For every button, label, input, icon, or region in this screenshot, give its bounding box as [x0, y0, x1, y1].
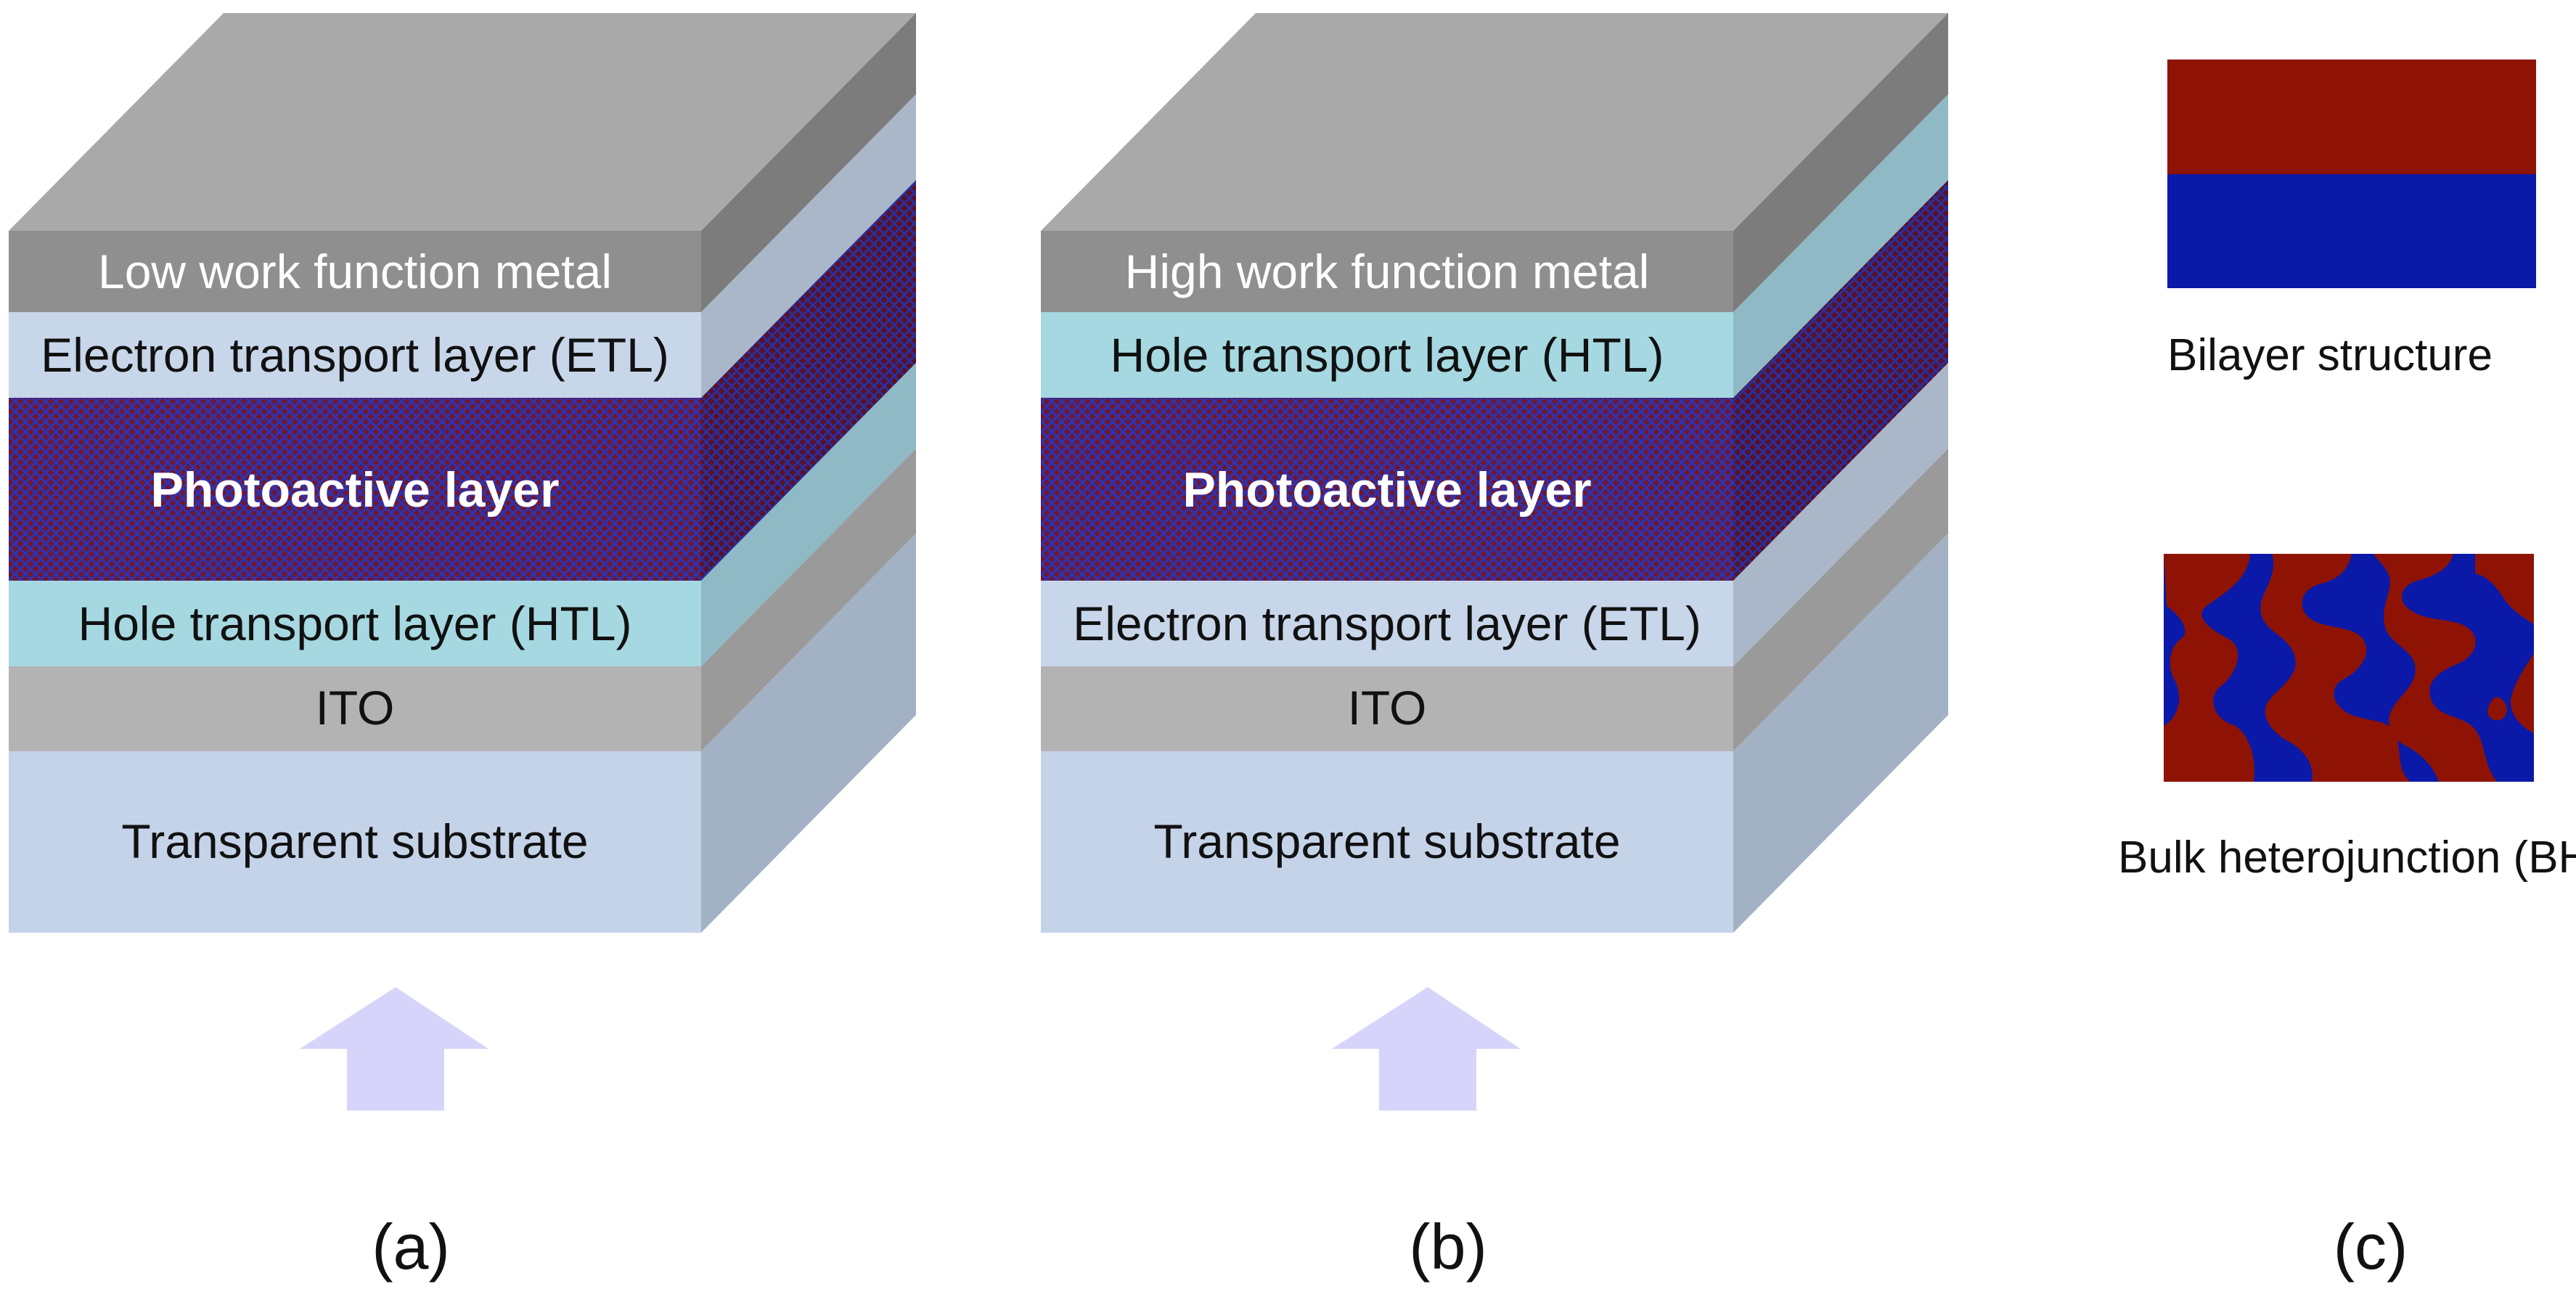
- panel-b-htl-side: [1733, 94, 1948, 398]
- bilayer-acceptor-block: [2167, 60, 2536, 174]
- bhj-acceptor-domains: [2164, 554, 2534, 782]
- panel-b-htl-label: Hole transport layer (HTL): [1111, 328, 1664, 382]
- bhj-diagram: [2164, 554, 2534, 782]
- panel-a-etl-layer: [9, 312, 701, 398]
- panel-b-metal-layer: [1041, 231, 1733, 312]
- bilayer-structure-diagram: [2167, 60, 2536, 288]
- bilayer-donor-block: [2167, 174, 2536, 288]
- panel-a-ito-side: [701, 449, 916, 751]
- panel-a-substrate-label: Transparent substrate: [121, 814, 588, 868]
- panel-a-caption: (a): [372, 1211, 450, 1283]
- panel-b-photoactive-side: [1733, 180, 1948, 581]
- panel-a-metal-label: Low work function metal: [98, 245, 612, 298]
- panel-b-etl-layer: [1041, 581, 1733, 666]
- panel-a-htl-layer: [9, 581, 701, 666]
- panel-b-ito-layer: [1041, 666, 1733, 751]
- panel-b-substrate-layer: [1041, 751, 1733, 933]
- panel-b-caption: (b): [1409, 1211, 1487, 1283]
- panel-b-htl-layer: [1041, 312, 1733, 398]
- panel-a-photoactive-side: [701, 180, 916, 581]
- panel-b-substrate-label: Transparent substrate: [1153, 814, 1620, 868]
- light-arrow-icon: [1332, 987, 1521, 1111]
- panel-b-metal-side: [1733, 13, 1948, 312]
- panel-a-metal-top-face: [9, 13, 916, 231]
- bilayer-label: Bilayer structure: [2167, 330, 2493, 380]
- panel-b-stack: High work function metal Hole transport …: [1041, 13, 1948, 933]
- bhj-label: Bulk heterojunction (BHJ): [2118, 833, 2576, 883]
- panel-b-photoactive-layer: [1041, 398, 1733, 581]
- panel-b-substrate-side: [1733, 534, 1948, 933]
- panel-a-photoactive-layer: [9, 398, 701, 581]
- panel-a-etl-label: Electron transport layer (ETL): [41, 328, 669, 382]
- panel-b-ito-label: ITO: [1348, 681, 1427, 735]
- panel-b-etl-label: Electron transport layer (ETL): [1073, 597, 1701, 650]
- panel-c-caption: (c): [2334, 1211, 2408, 1283]
- panel-b-photoactive-label: Photoactive layer: [1182, 462, 1591, 518]
- panel-a-htl-side: [701, 363, 916, 666]
- panel-a-substrate-layer: [9, 751, 701, 933]
- panel-a-htl-label: Hole transport layer (HTL): [78, 597, 632, 650]
- panel-b-metal-label: High work function metal: [1125, 245, 1650, 298]
- panel-a-etl-side: [701, 94, 916, 398]
- panel-a-metal-layer: [9, 231, 701, 312]
- panel-a-metal-side: [701, 13, 916, 312]
- panel-b-metal-top-face: [1041, 13, 1948, 231]
- panel-a-stack: Low work function metal Electron transpo…: [9, 13, 916, 933]
- panel-a-ito-label: ITO: [316, 681, 395, 735]
- panel-a-ito-layer: [9, 666, 701, 751]
- panel-b-ito-side: [1733, 449, 1948, 751]
- panel-a-substrate-side: [701, 534, 916, 933]
- light-arrow-icon: [300, 987, 488, 1111]
- panel-b-etl-side: [1733, 363, 1948, 666]
- panel-a-photoactive-label: Photoactive layer: [150, 462, 559, 518]
